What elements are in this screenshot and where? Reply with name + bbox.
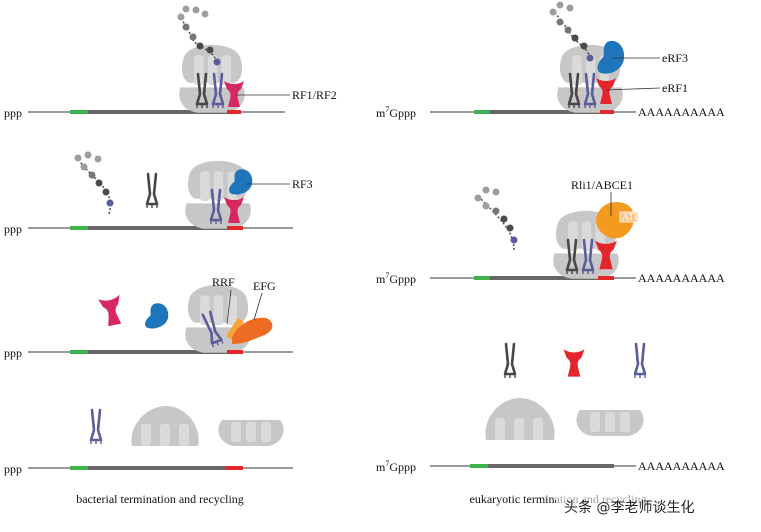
leader-line xyxy=(605,87,661,91)
rli1-abce1-label: Rli1/ABCE1 xyxy=(571,178,633,192)
released-e-site-trna xyxy=(503,342,517,380)
bacterial-step-4: ppp xyxy=(4,406,293,476)
released-peptide xyxy=(74,151,114,215)
five-prime-triphosphate: ppp xyxy=(4,106,22,120)
released-rf3 xyxy=(145,303,169,329)
released-e-site-trna xyxy=(145,172,159,210)
nascent-peptide xyxy=(177,5,221,66)
rrf-factor xyxy=(226,318,244,340)
rf3-label: RF3 xyxy=(292,177,313,191)
eukaryotic-step-2: m7Gppp AAAAAAAAAA ATP Rli1/ABCE1 xyxy=(376,178,725,286)
large-subunit xyxy=(485,398,555,440)
released-peptide xyxy=(474,186,518,251)
atp-label: ATP xyxy=(622,212,640,223)
poly-a-tail: AAAAAAAAAA xyxy=(638,459,725,473)
bacterial-step-2: ppp RF3 xyxy=(4,151,313,236)
released-p-site-trna xyxy=(633,342,647,380)
watermark-text: 头条 @李老师谈生化 xyxy=(564,499,694,516)
released-erf1 xyxy=(563,349,585,377)
five-prime-triphosphate: ppp xyxy=(4,222,22,236)
small-subunit xyxy=(576,410,644,436)
rf1-rf2-label: RF1/RF2 xyxy=(292,88,337,102)
small-subunit xyxy=(218,420,284,446)
nascent-peptide xyxy=(549,1,594,62)
efg-factor xyxy=(232,317,273,344)
erf3-label: eRF3 xyxy=(662,51,688,65)
eukaryotic-step-1: m7Gppp AAAAAAAAAA eRF3 eRF1 xyxy=(376,1,725,120)
mrna-cap: m7Gppp xyxy=(376,105,416,120)
poly-a-tail: AAAAAAAAAA xyxy=(638,105,725,119)
mrna-cap: m7Gppp xyxy=(376,459,416,474)
leader-line xyxy=(226,289,232,325)
five-prime-triphosphate: ppp xyxy=(4,462,22,476)
large-subunit xyxy=(131,406,199,446)
erf1-label: eRF1 xyxy=(662,81,688,95)
bacterial-step-3: ppp RRF EFG xyxy=(4,275,293,360)
atp-box xyxy=(619,211,639,223)
five-prime-triphosphate: ppp xyxy=(4,346,22,360)
rrf-label: RRF xyxy=(212,275,235,289)
poly-a-tail: AAAAAAAAAA xyxy=(638,271,725,285)
abce1-factor xyxy=(596,202,635,239)
bacterial-caption: bacterial termination and recycling xyxy=(76,492,244,506)
released-rf1-rf2 xyxy=(98,294,126,328)
efg-label: EFG xyxy=(253,279,276,293)
eukaryotic-step-3 xyxy=(485,342,647,440)
mrna-cap: m7Gppp xyxy=(376,271,416,286)
leader-line xyxy=(253,292,263,321)
bacterial-step-1: ppp RF1/RF2 xyxy=(4,5,337,120)
eukaryotic-step-4: m7Gppp AAAAAAAAAA xyxy=(376,459,725,474)
watermark: 头条 @李老师谈生化 xyxy=(556,494,756,520)
released-trna xyxy=(89,408,103,446)
